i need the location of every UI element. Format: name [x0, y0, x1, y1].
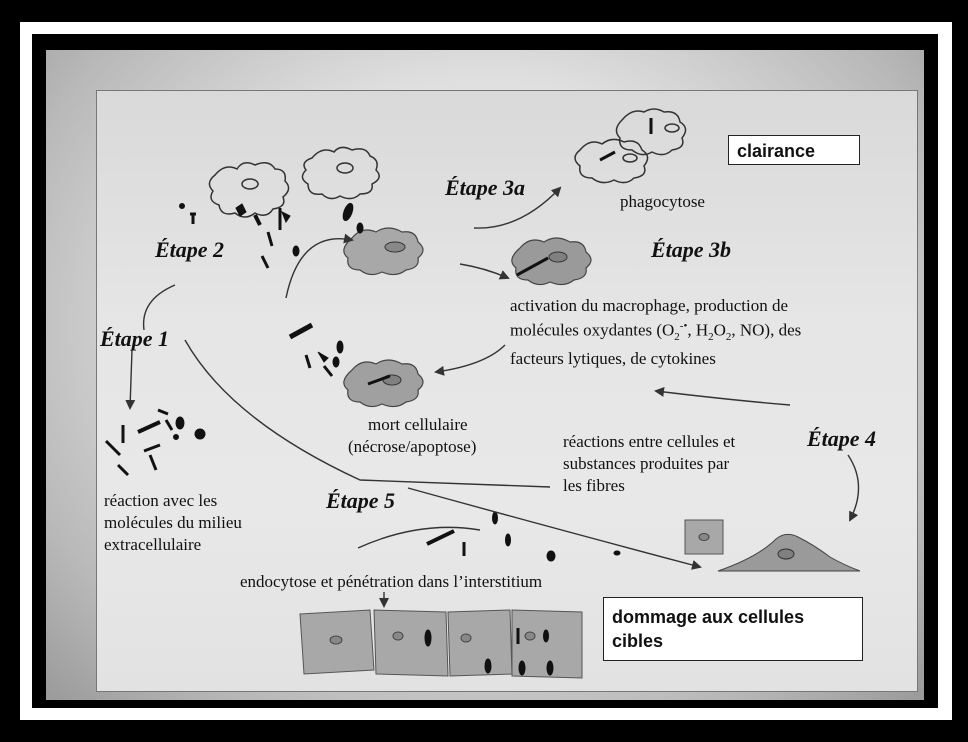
activation-line-2: molécules oxydantes (O2-•, H2O2, NO), de… — [510, 320, 802, 344]
reactions-line-3: les fibres — [563, 476, 625, 495]
etape-3b-label: Étape 3b — [651, 237, 732, 262]
fibers-mort-cellulaire — [288, 322, 344, 377]
fibers-etape5 — [426, 511, 621, 562]
reactions-line-2: substances produites par — [563, 454, 730, 473]
arrow-etape2-up — [285, 233, 354, 299]
dying-macrophage — [343, 359, 424, 408]
endocytose-label: endocytose et pénétration dans l’interst… — [240, 572, 543, 591]
etape-3a-label: Étape 3a — [445, 175, 526, 200]
clairance-box: clairance — [728, 135, 860, 165]
fibers-epithelial — [424, 628, 554, 676]
etape-2-label: Étape 2 — [155, 237, 225, 262]
arrow-etape4-down — [847, 454, 860, 522]
activated-macrophage-1 — [343, 227, 424, 276]
activation-line-1: activation du macrophage, production de — [510, 296, 789, 315]
reaction-line-1: réaction avec les — [104, 491, 218, 510]
fibers-etape2 — [179, 202, 364, 269]
mort-cellulaire-text: mort cellulaire (nécrose/apoptose) — [348, 414, 476, 458]
arrow-etape5-main — [407, 487, 702, 570]
epithelial-cells — [299, 609, 583, 679]
target-cell-square — [684, 519, 724, 555]
arrow-etape5-curve — [184, 339, 551, 488]
activated-macrophage-2 — [511, 237, 592, 286]
phagocyte-outline-1 — [615, 108, 687, 156]
dommage-box: dommage aux cellules cibles — [603, 597, 863, 661]
arrow-to-mort — [434, 344, 506, 376]
reactions-text: réactions entre cellules et substances p… — [563, 431, 735, 497]
arrow-etape4 — [654, 387, 791, 406]
reaction-line-2: molécules du milieu — [104, 513, 242, 532]
target-cell-fibroblast — [717, 533, 861, 572]
macrophage-outline-2 — [301, 146, 380, 200]
arrow-etape1-down — [125, 349, 136, 410]
phagocytose-label: phagocytose — [620, 192, 705, 211]
reactions-line-1: réactions entre cellules et — [563, 432, 736, 451]
phagocyte-outline-2 — [574, 138, 649, 184]
activation-line-3: facteurs lytiques, de cytokines — [510, 349, 716, 369]
arrow-endocytose-curve — [357, 526, 481, 549]
etape-4-label: Étape 4 — [807, 426, 877, 451]
dommage-line-1: dommage aux cellules — [612, 607, 805, 627]
fibers-etape1 — [104, 408, 206, 477]
activation-text: activation du macrophage, production de … — [510, 295, 801, 369]
mort-line-1: mort cellulaire — [368, 415, 468, 434]
mort-line-2: (nécrose/apoptose) — [348, 437, 477, 456]
macrophage-outline-1 — [208, 162, 290, 218]
arrow-etape1-curve — [142, 284, 176, 331]
diagram-content-area — [96, 90, 918, 692]
arrow-to-activated — [459, 263, 510, 280]
dommage-line-2: cibles — [612, 631, 664, 651]
reaction-extracellulaire-text: réaction avec les molécules du milieu ex… — [104, 490, 242, 556]
arrow-etape3a — [473, 186, 562, 229]
flow-arrows — [125, 186, 860, 608]
etape-5-label: Étape 5 — [326, 488, 396, 513]
reaction-line-3: extracellulaire — [104, 535, 202, 554]
etape-1-label: Étape 1 — [100, 326, 170, 351]
